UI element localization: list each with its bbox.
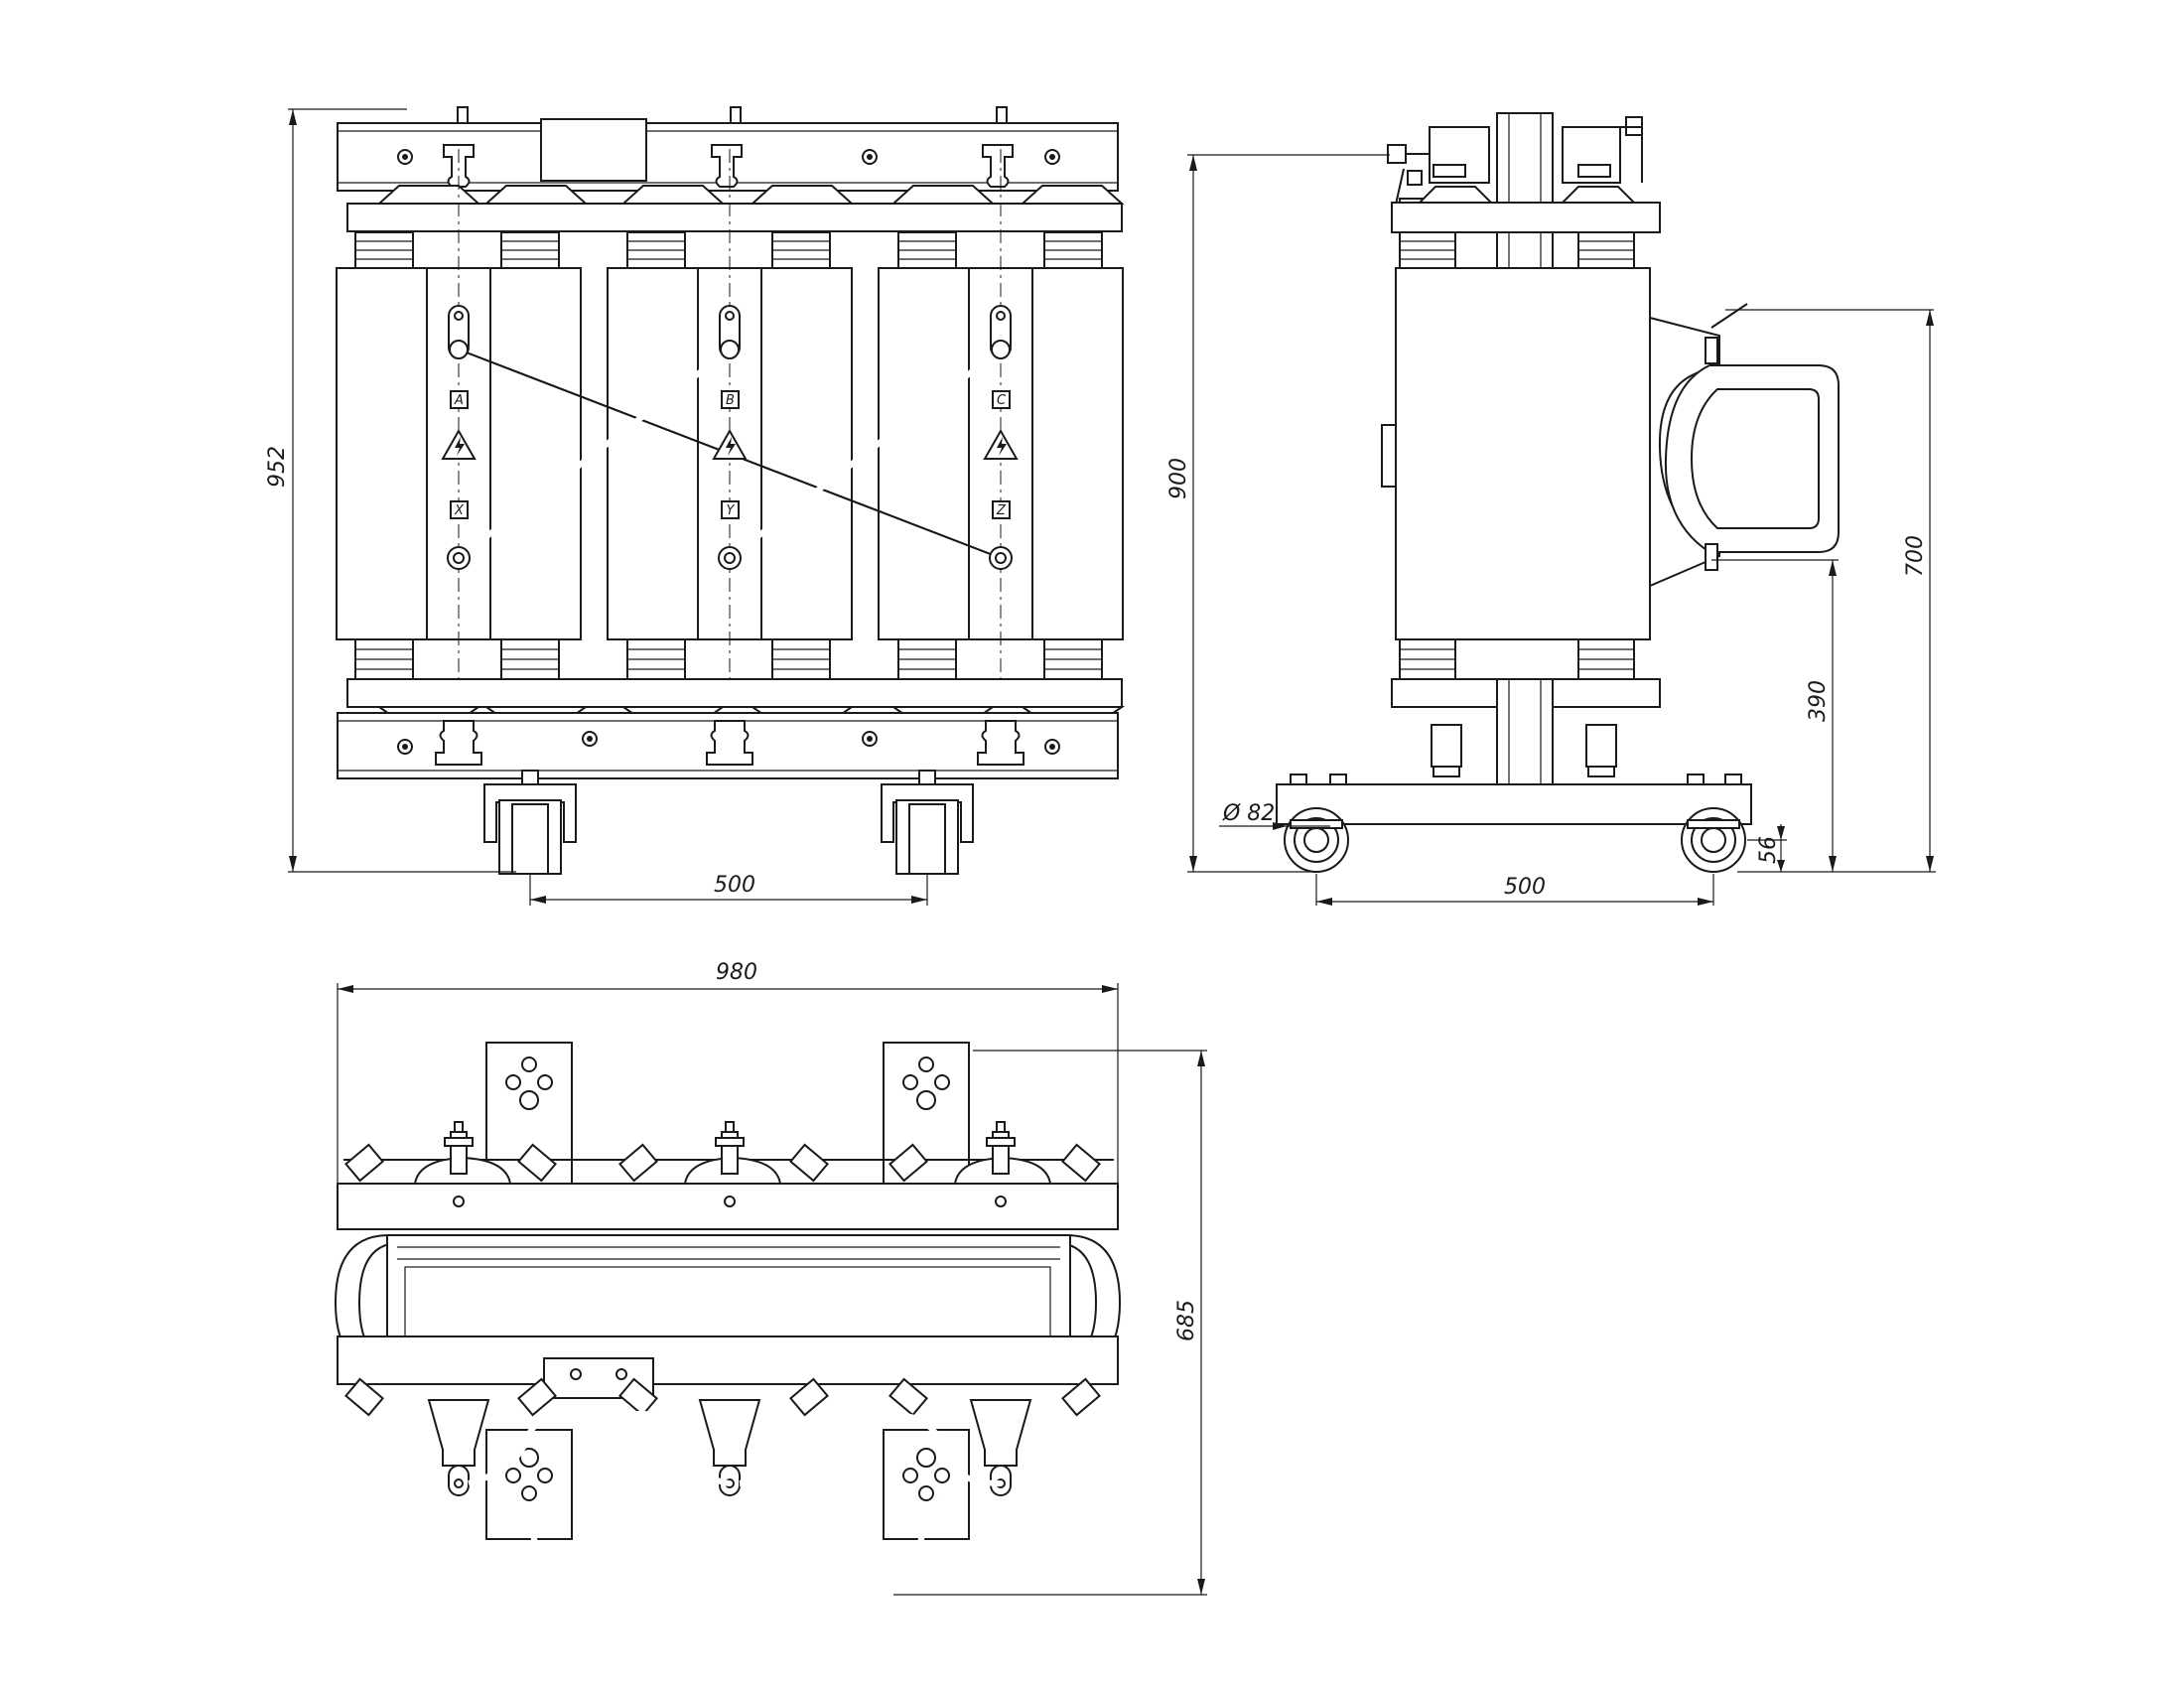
dim-side-handle-low: 390 [1806,680,1831,722]
core-column-bottom [1496,678,1554,791]
dim-top-depth: 685 [1174,1300,1199,1341]
dim-side-handle-height: 700 [1903,535,1928,577]
dim-front-height: 952 [265,446,290,488]
terminal-box [540,118,647,182]
side-wheels [1284,807,1746,873]
phase-mark-y: Y [727,503,736,518]
top-view-handle [468,1411,1002,1598]
dim-front-wheel-base: 500 [714,873,755,898]
top-spacers [354,231,1103,269]
phase-marks: A B C X Y Z [450,390,1011,519]
top-terminals [444,1121,1016,1175]
phase-mark-b: B [726,393,735,408]
phase-mark-z: Z [996,503,1007,518]
base-frame [1276,783,1752,825]
phase-mark-c: C [997,393,1007,408]
front-wheels [483,770,974,875]
dim-side-wheel-base: 500 [1504,875,1546,900]
coil-side [1395,267,1651,640]
phase-mark-a: A [454,393,464,408]
side-view: 900 700 390 56 Ø 82 500 [1166,112,1936,906]
warning-icon [441,428,1019,460]
top-view-brackets [344,1143,1101,1183]
dim-top-width: 980 [716,960,757,985]
front-view: A B C X Y Z [265,106,1126,906]
top-view: 980 685 [334,960,1207,1598]
core-column-top [1496,112,1554,273]
dim-side-wheel-diameter: Ø 82 [1222,801,1275,826]
phase-terminals [447,305,1013,570]
phase-mark-x: X [454,503,465,518]
bottom-spacers [354,638,1103,680]
dim-side-wheel-axle: 56 [1756,836,1781,864]
dim-side-height: 900 [1166,458,1191,499]
